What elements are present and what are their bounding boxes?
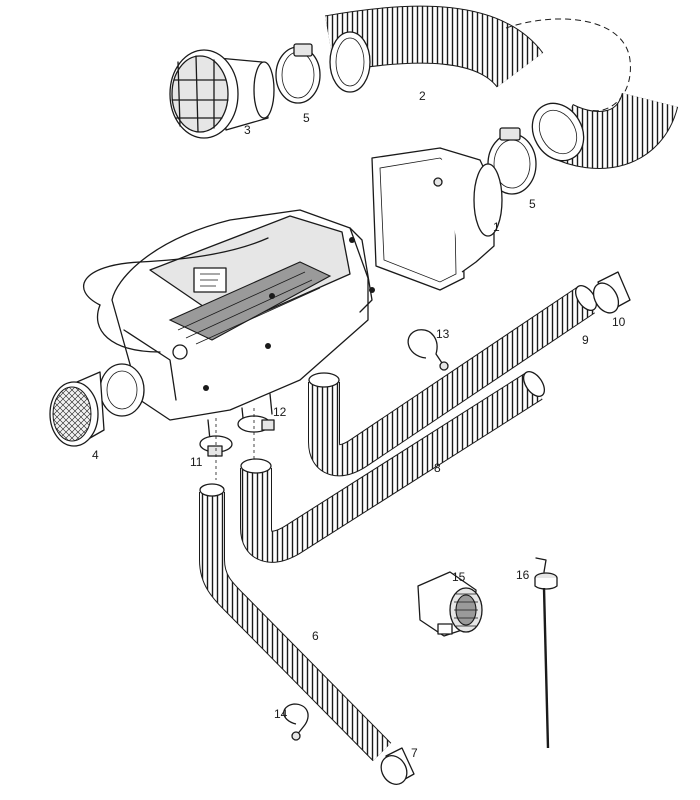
hose-clamp-top xyxy=(275,43,321,104)
callout-3: 3 xyxy=(244,123,251,137)
callout-11: 11 xyxy=(190,455,203,469)
pipe-clip-14 xyxy=(283,703,309,741)
exhaust-end-sleeve xyxy=(380,747,415,785)
callout-10: 10 xyxy=(612,315,626,329)
callout-12: 12 xyxy=(273,405,287,419)
pipe-clip-13 xyxy=(407,329,449,371)
callout-13: 13 xyxy=(436,327,450,341)
callout-7: 7 xyxy=(411,746,418,760)
exhaust-hose xyxy=(199,483,392,762)
callout-5-top: 5 xyxy=(303,111,310,125)
intake-screen xyxy=(49,363,145,447)
outlet-housing xyxy=(371,147,503,291)
hose-clamp-12 xyxy=(237,408,275,462)
callout-9: 9 xyxy=(582,333,589,347)
callout-1: 1 xyxy=(493,220,500,234)
air-outlet-vent xyxy=(169,49,275,139)
callout-2: 2 xyxy=(419,89,426,103)
hose-clamp-11 xyxy=(199,418,233,480)
callout-14: 14 xyxy=(274,707,288,721)
callout-5-right: 5 xyxy=(529,197,536,211)
callout-4: 4 xyxy=(92,448,99,462)
air-heater-unit xyxy=(82,209,375,441)
intake-hose-8 xyxy=(240,370,546,563)
callout-6: 6 xyxy=(312,629,319,643)
callout-15: 15 xyxy=(452,570,466,584)
callout-8: 8 xyxy=(434,461,441,475)
callout-16: 16 xyxy=(516,568,530,582)
intake-end-cap xyxy=(592,271,631,314)
intake-hose-9 xyxy=(308,284,598,477)
hot-air-hose-large xyxy=(324,5,679,169)
control-knob-unit xyxy=(417,571,483,637)
fuel-standpipe xyxy=(534,557,558,749)
